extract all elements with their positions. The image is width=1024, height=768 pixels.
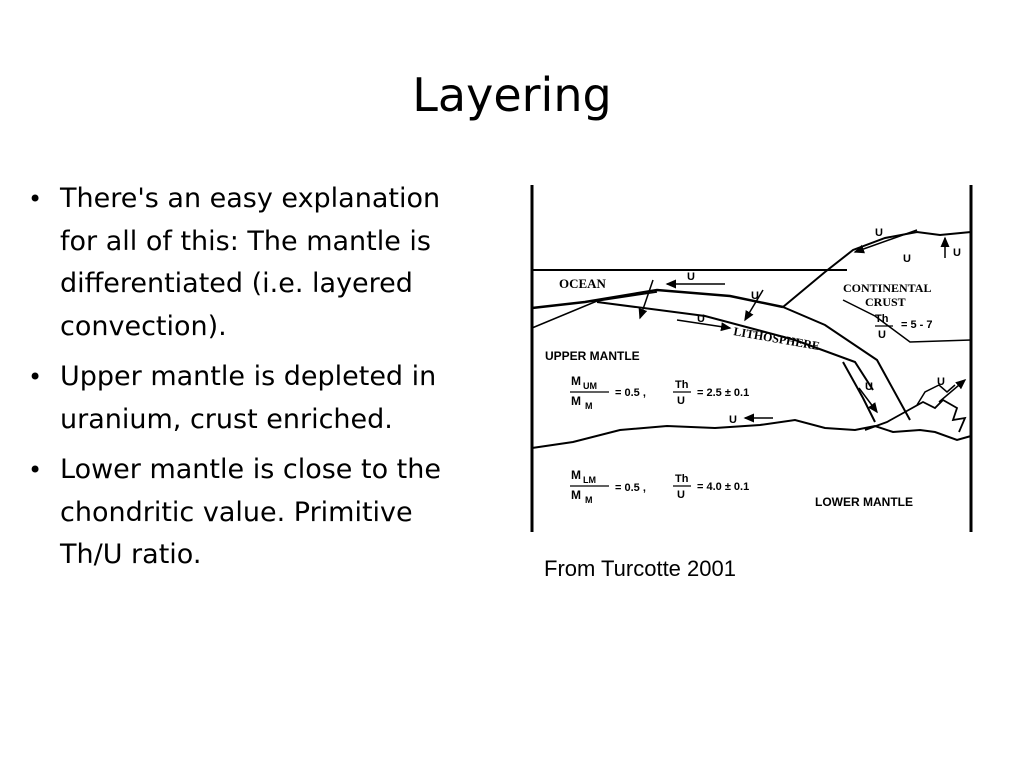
lower-th-denominator: U xyxy=(677,489,685,501)
u-label: U xyxy=(865,381,873,393)
upper-mantle-label: UPPER MANTLE xyxy=(545,349,640,363)
u-arrow-lithosphere xyxy=(676,319,732,332)
upper-m-denominator-sub: M xyxy=(585,401,593,411)
slide-title: Layering xyxy=(412,68,612,122)
bullet-marker: • xyxy=(28,456,43,484)
lower-th-numerator: Th xyxy=(675,473,689,485)
lower-m-numerator-sub: LM xyxy=(583,475,596,485)
crust-u-denominator: U xyxy=(878,329,886,341)
upper-m-numerator-sub: UM xyxy=(583,381,597,391)
upper-m-denominator: M xyxy=(571,394,581,408)
lower-th-ratio-value: = 4.0 ± 0.1 xyxy=(697,481,749,493)
u-arrow-ridge-down xyxy=(638,279,654,320)
continental-label: CONTINENTAL xyxy=(843,281,931,295)
u-arrow-slab-down xyxy=(858,387,878,414)
upper-th-numerator: Th xyxy=(675,379,689,391)
bullet-item: • Lower mantle is close to the chondritic… xyxy=(28,449,448,577)
slab-bottom xyxy=(842,361,876,423)
bullet-list: • There's an easy explanation for all of … xyxy=(28,178,448,585)
lower-m-denominator: M xyxy=(571,488,581,502)
ocean-floor xyxy=(531,288,784,310)
bullet-marker: • xyxy=(28,185,43,213)
plume-crest xyxy=(916,384,956,406)
upper-th-denominator: U xyxy=(677,395,685,407)
crust-th-numerator: Th xyxy=(875,313,889,325)
u-label: U xyxy=(903,253,911,265)
u-label: U xyxy=(687,271,695,283)
u-label: U xyxy=(697,313,705,325)
ridge-outline xyxy=(531,291,658,329)
continental-crust-base xyxy=(842,299,972,343)
lower-m-numerator: M xyxy=(571,468,581,482)
ocean-label: OCEAN xyxy=(559,276,607,291)
lower-mantle-label: LOWER MANTLE xyxy=(815,495,913,509)
bullet-text: Upper mantle is depleted in uranium, cru… xyxy=(60,361,437,435)
lithosphere-label: LITHOSPHERE xyxy=(732,324,820,353)
bullet-text: There's an easy explanation for all of t… xyxy=(60,183,441,342)
bullet-item: • There's an easy explanation for all of … xyxy=(28,178,448,348)
bullet-item: • Upper mantle is depleted in uranium, cr… xyxy=(28,356,448,441)
upper-m-ratio-value: = 0.5 , xyxy=(615,387,646,399)
lithosphere-base xyxy=(596,301,874,391)
u-arrow-plume-up xyxy=(938,379,967,403)
lower-m-ratio-value: = 0.5 , xyxy=(615,482,646,494)
figure-caption: From Turcotte 2001 xyxy=(544,556,736,581)
bullet-text: Lower mantle is close to the chondritic … xyxy=(60,454,441,570)
mantle-convection-diagram: OCEAN UPPER MANTLE LOWER MANTLE CONTINEN… xyxy=(530,185,973,532)
lower-m-denominator-sub: M xyxy=(585,495,593,505)
u-label: U xyxy=(875,227,883,239)
u-label: U xyxy=(953,247,961,259)
crust-ratio-value: = 5 - 7 xyxy=(901,319,933,331)
u-arrow-continent-left xyxy=(853,229,918,254)
bullet-marker: • xyxy=(28,363,43,391)
plume-fingers xyxy=(864,398,967,433)
u-arrow-ocean-down xyxy=(744,289,764,322)
upper-m-numerator: M xyxy=(571,374,581,388)
upper-th-ratio-value: = 2.5 ± 0.1 xyxy=(697,387,749,399)
crust-label: CRUST xyxy=(865,295,906,309)
slab-top xyxy=(782,306,911,421)
u-label: U xyxy=(751,290,759,302)
continental-crust-top xyxy=(782,230,972,308)
u-label: U xyxy=(729,414,737,426)
u-label: U xyxy=(937,376,945,388)
upper-lower-mantle-boundary xyxy=(531,418,972,449)
